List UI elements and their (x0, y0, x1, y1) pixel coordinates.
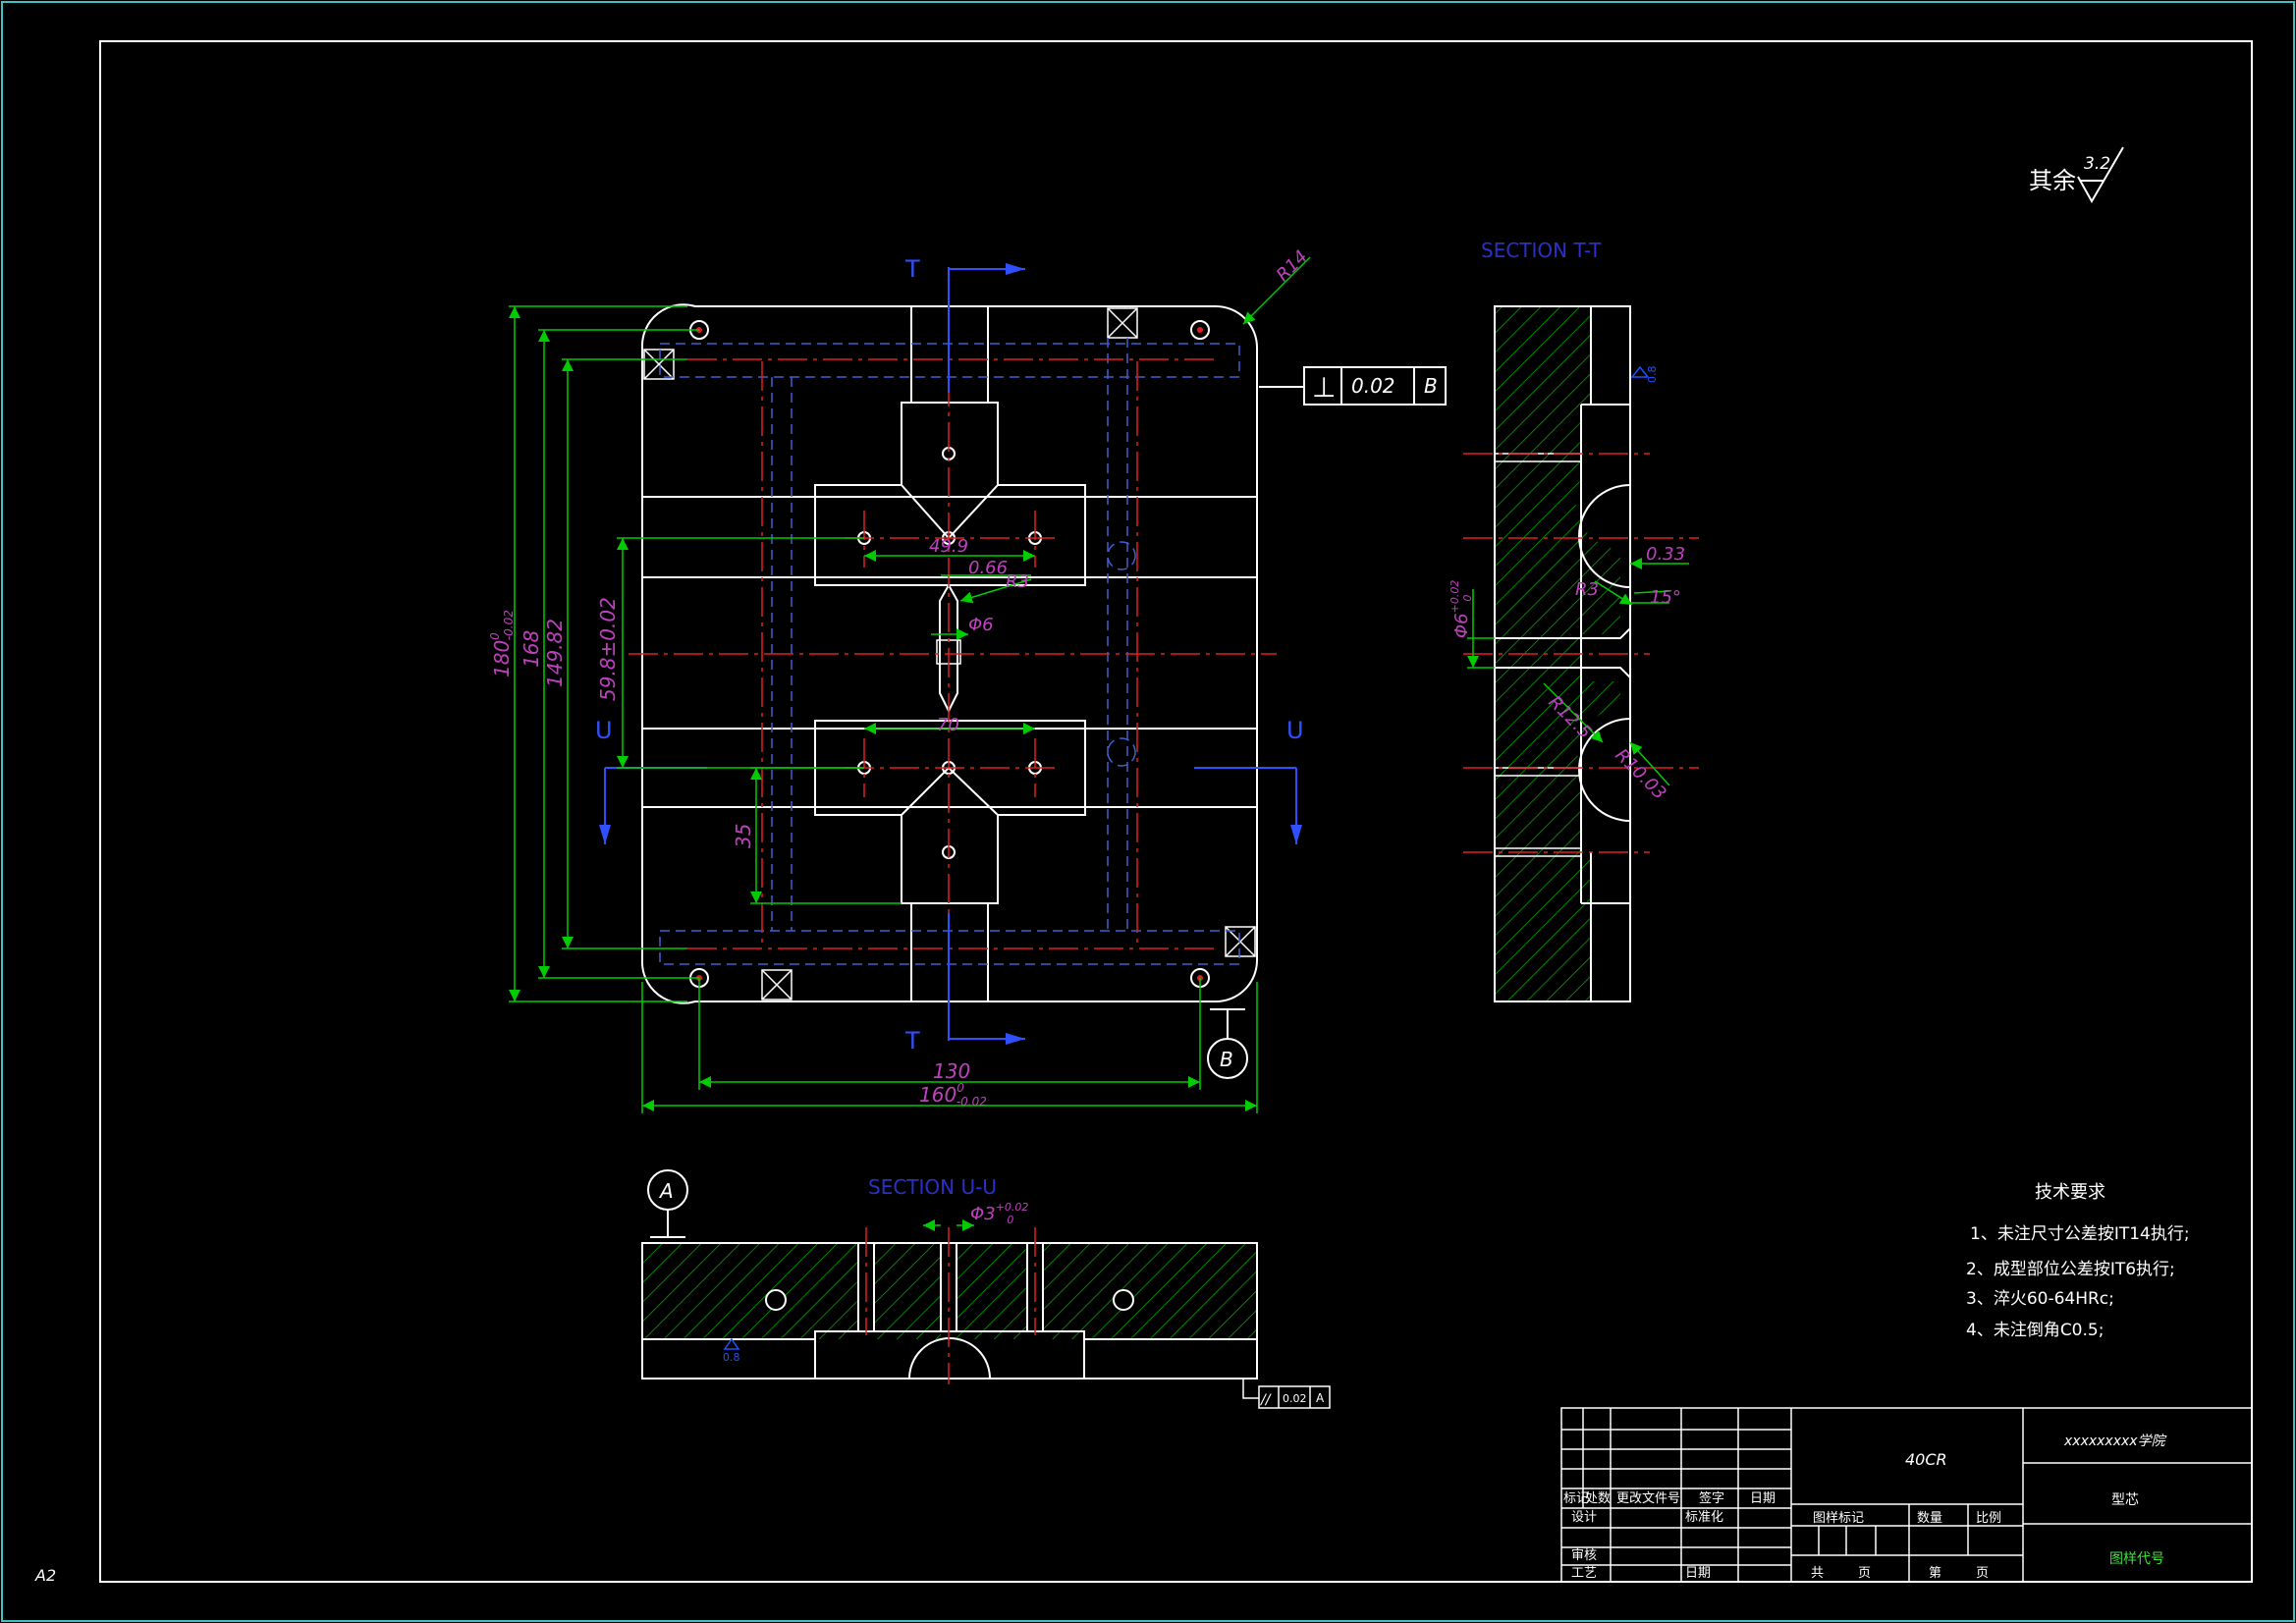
section-tt-roughness: 0.8 (1646, 366, 1659, 384)
dim-168: 168 (519, 630, 543, 668)
drawing-number-label: 图样代号 (2109, 1551, 2164, 1567)
parallel-datum: A (1316, 1391, 1325, 1405)
dim-180: 1800-0.02 (488, 610, 516, 677)
parallelism-frame (1242, 1379, 1331, 1409)
upper-cavity-outline (814, 402, 1086, 586)
general-roughness-note: 其余 3.2 (2029, 146, 2124, 204)
perpendicularity-frame (1259, 366, 1447, 406)
dim-0-66: 0.66 (968, 558, 1008, 578)
dim-59-8: 59.8±0.02 (596, 597, 620, 701)
parallel-value: 0.02 (1283, 1392, 1307, 1405)
section-uu-hatch-mid2 (957, 1243, 1027, 1339)
hidden-lines (659, 338, 1240, 965)
hole (765, 1289, 787, 1311)
section-label-u-left: U (595, 717, 613, 744)
corner-marks (643, 307, 1256, 1001)
section-tt-dim-r3: R3 (1575, 579, 1599, 600)
sheet-num-label: 第 (1929, 1566, 1941, 1581)
design-label: 设计 (1571, 1510, 1597, 1525)
sheet-num-suffix: 页 (1976, 1566, 1989, 1581)
vertical-dimensions (509, 305, 902, 1002)
material-label: 40CR (1905, 1450, 1947, 1469)
title-block (1560, 1407, 2253, 1583)
quantity-label: 数量 (1917, 1511, 1942, 1526)
dim-r14: R14 (1273, 246, 1312, 286)
section-uu-hatch-mid (874, 1243, 941, 1339)
hole (1113, 1289, 1134, 1311)
roughness-general-label: 其余 (2029, 167, 2076, 194)
tech-requirements: 技术要求 1、未注尺寸公差按IT14执行; 2、成型部位公差按IT6执行; 3、… (1966, 1182, 2190, 1340)
main-view: T T U U R14 (488, 246, 1447, 1113)
dim-70: 70 (937, 715, 959, 735)
section-tt-dim-0-33: 0.33 (1646, 544, 1685, 565)
process-label: 工艺 (1571, 1566, 1597, 1581)
lower-cavity-outline (814, 720, 1086, 904)
title-block-text: 标记 处数 更改文件号 签字 日期 设计 标准化 审核 工艺 日期 图样标记 数… (1563, 1434, 2167, 1581)
tech-item: 2、成型部位公差按IT6执行; (1966, 1260, 2175, 1279)
parallel-symbol: // (1259, 1392, 1272, 1408)
center-lines (629, 287, 1277, 1021)
date-label: 日期 (1685, 1566, 1711, 1581)
perp-symbol: ⊥ (1312, 371, 1336, 404)
datum-b-label: B (1220, 1048, 1233, 1071)
rev-header: 日期 (1750, 1491, 1776, 1506)
dim-149-82: 149.82 (543, 619, 567, 687)
section-tt-dim-phi6: Φ6+0.020 (1449, 580, 1474, 638)
dim-phi6: Φ6 (968, 615, 994, 635)
perp-value: 0.02 (1351, 374, 1395, 398)
section-tt-outline (1494, 305, 1631, 1002)
rev-header: 签字 (1699, 1490, 1724, 1506)
part-name-label: 型芯 (2111, 1492, 2139, 1508)
rev-header: 标记 (1563, 1491, 1589, 1506)
sheet-size-label: A2 (34, 1566, 56, 1585)
inner-frame (99, 40, 2253, 1583)
perp-datum: B (1424, 374, 1438, 398)
tech-item: 4、未注倒角C0.5; (1966, 1321, 2104, 1340)
stage-mark-label: 图样标记 (1813, 1511, 1864, 1526)
datum-a-label: A (658, 1179, 674, 1203)
sheet-label: 页 (1858, 1566, 1871, 1581)
dim-130: 130 (933, 1059, 970, 1083)
section-tt-cut (948, 263, 1025, 1045)
roughness-general-value: 3.2 (2084, 154, 2110, 174)
dim-35: 35 (732, 824, 755, 848)
rev-header: 更改文件号 (1616, 1491, 1680, 1506)
scale-label: 比例 (1976, 1511, 2001, 1526)
section-uu-view: SECTION U-U A (641, 1169, 1331, 1409)
corner-hole (1190, 320, 1210, 340)
tech-item: 3、淬火60-64HRc; (1966, 1289, 2114, 1309)
roughness-symbol-icon (2077, 146, 2124, 204)
section-label-t-top: T (904, 255, 920, 283)
total-label: 共 (1811, 1566, 1824, 1581)
section-label-t-bottom: T (904, 1027, 920, 1055)
dim-160: 1600-0.02 (919, 1081, 987, 1109)
rev-header: 处数 (1585, 1491, 1611, 1506)
tech-title: 技术要求 (2035, 1182, 2105, 1203)
school-label: xxxxxxxxx学院 (2063, 1434, 2167, 1449)
section-uu-hatch-right (1043, 1243, 1257, 1339)
section-tt-view: SECTION T-T 0.8 (1449, 239, 1699, 1002)
section-label-u-right: U (1286, 717, 1304, 744)
tech-item: 1、未注尺寸公差按IT14执行; (1970, 1224, 2190, 1244)
section-uu-roughness: 0.8 (723, 1351, 740, 1364)
section-tt-title: SECTION T-T (1481, 239, 1602, 262)
section-uu-hatch-left (642, 1243, 858, 1339)
section-tt-dim-15deg: 15° (1650, 587, 1681, 608)
review-label: 审核 (1571, 1548, 1597, 1563)
core-plate-outline (640, 303, 1258, 1004)
dim-49-9: 49.9 (929, 536, 968, 557)
datum-a-symbol (647, 1169, 688, 1238)
dim-r3: R3 (1006, 571, 1029, 592)
standardize-label: 标准化 (1685, 1510, 1723, 1525)
section-uu-title: SECTION U-U (868, 1175, 997, 1199)
datum-b-symbol (1207, 1008, 1248, 1079)
